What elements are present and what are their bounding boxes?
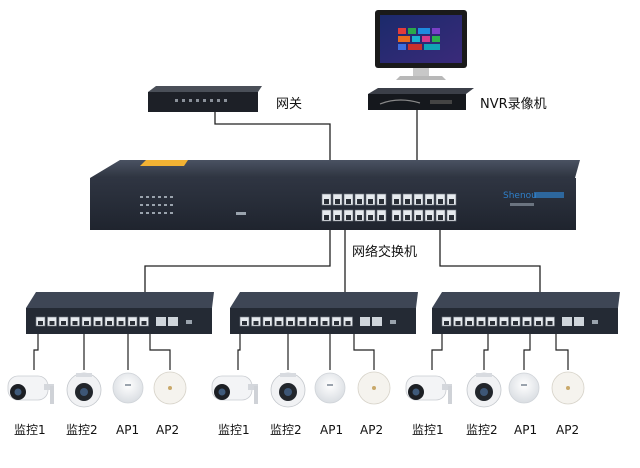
- device-label: 监控1: [412, 423, 444, 437]
- core-switch-ports: [321, 193, 457, 222]
- bullet-camera-icon: [7, 375, 54, 404]
- windows-tiles: [398, 28, 440, 50]
- device-label: AP1: [116, 423, 139, 437]
- end-device: AP1: [508, 334, 540, 437]
- core-switch-icon: Shenou: [90, 160, 580, 230]
- device-link: [483, 334, 489, 370]
- access-switch-1: [26, 292, 214, 334]
- device-link: [431, 334, 443, 370]
- access-point-icon: [314, 372, 346, 404]
- device-label: AP1: [320, 423, 343, 437]
- access-point-icon: [508, 372, 540, 404]
- device-link: [149, 334, 171, 370]
- nvr-device-icon: [368, 88, 474, 110]
- device-label: 监控1: [14, 423, 46, 437]
- gateway-device-icon: [148, 86, 262, 112]
- device-group-2: 监控1 监控2 AP1 AP2: [211, 334, 391, 437]
- end-device: AP2: [551, 334, 585, 437]
- access-point-icon: [112, 372, 144, 404]
- core-switch-brand: Shenou: [503, 191, 537, 201]
- device-label: AP2: [156, 423, 179, 437]
- end-devices: 监控1 监控2 AP1 AP2 监控1 监控2 AP1 AP2 监控1 监控2 AP1 AP2: [7, 334, 585, 437]
- access-switch-3: [432, 292, 620, 334]
- end-device: 监控2: [270, 334, 306, 437]
- device-label: 监控2: [270, 423, 302, 437]
- core-switch-label: 网络交换机: [352, 244, 417, 260]
- device-link: [353, 334, 375, 370]
- end-device: 监控1: [211, 334, 258, 437]
- end-device: 监控2: [466, 334, 502, 437]
- end-device: AP1: [314, 334, 346, 437]
- device-group-1: 监控1 监控2 AP1 AP2: [7, 334, 187, 437]
- bullet-camera-icon: [211, 375, 258, 404]
- device-label: 监控1: [218, 423, 250, 437]
- access-point-icon: [153, 371, 187, 405]
- device-label: AP2: [360, 423, 383, 437]
- device-group-3: 监控1 监控2 AP1 AP2: [405, 334, 585, 437]
- end-device: 监控2: [66, 334, 102, 437]
- access-point-icon: [357, 371, 391, 405]
- monitor-icon: [375, 10, 467, 80]
- end-device: 监控1: [405, 334, 452, 437]
- access-switches: [26, 292, 620, 334]
- end-device: AP2: [149, 334, 187, 437]
- end-device: AP1: [112, 334, 144, 437]
- end-device: 监控1: [7, 334, 54, 437]
- dome-camera-icon: [270, 372, 306, 408]
- nvr-label: NVR录像机: [480, 97, 547, 112]
- device-label: 监控2: [466, 423, 498, 437]
- device-link: [237, 334, 241, 370]
- device-link: [33, 334, 39, 370]
- device-link: [555, 334, 569, 370]
- bullet-camera-icon: [405, 375, 452, 404]
- access-point-icon: [551, 371, 585, 405]
- dome-camera-icon: [66, 372, 102, 408]
- device-link: [523, 334, 531, 370]
- watermark: 头条 @DTECH帝特: [476, 438, 599, 455]
- device-label: AP1: [514, 423, 537, 437]
- device-label: 监控2: [66, 423, 98, 437]
- device-label: AP2: [556, 423, 579, 437]
- gateway-label: 网关: [276, 97, 302, 112]
- end-device: AP2: [353, 334, 391, 437]
- access-switch-2: [230, 292, 418, 334]
- dome-camera-icon: [466, 372, 502, 408]
